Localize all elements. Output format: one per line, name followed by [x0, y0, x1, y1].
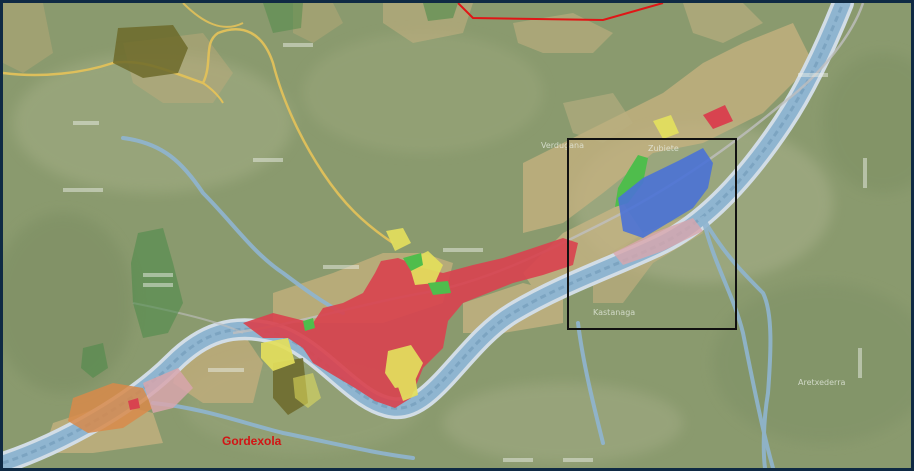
place-label-aretxederra: Aretxederra [798, 378, 845, 387]
streams [121, 136, 775, 468]
map-canvas[interactable]: Gordexola Zubiete Verdugana Kastanaga Ar… [3, 3, 911, 468]
boundary-line [457, 3, 664, 22]
faint-map-labels [63, 43, 867, 462]
selection-rectangle[interactable] [567, 138, 737, 330]
place-label-zubiete: Zubiete [648, 144, 679, 153]
place-label-kastanaga: Kastanaga [593, 308, 635, 317]
place-label-verdugana: Verdugana [541, 141, 584, 150]
place-label-gordexola: Gordexola [222, 434, 282, 448]
orange-pink-zones [68, 218, 703, 433]
river [3, 3, 854, 468]
industrial-zone [618, 148, 713, 238]
residential-zones [128, 105, 733, 410]
yellow-zones [261, 115, 679, 408]
